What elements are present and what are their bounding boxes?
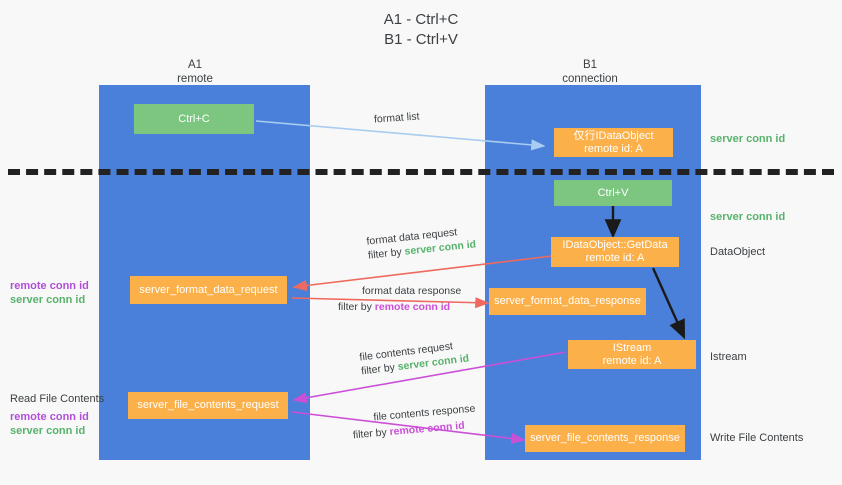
box-ctrl-v[interactable]: Ctrl+V — [554, 180, 672, 206]
column-left-name: A1 — [187, 59, 203, 71]
box-ctrl-c-label: Ctrl+C — [178, 112, 210, 125]
edge-label-file-contents-request: file contents request filter by server c… — [359, 337, 470, 378]
phase-divider — [8, 169, 834, 175]
column-right-role: connection — [562, 73, 618, 85]
box-istream-line1: IStream — [612, 341, 652, 354]
title-line-2: B1 - Ctrl+V — [384, 31, 458, 48]
diagram-title: A1 - Ctrl+C B1 - Ctrl+V — [0, 10, 842, 50]
box-server-format-data-request[interactable]: server_format_data_request — [130, 276, 287, 304]
anno-left-remote-conn-id-1: remote conn id — [10, 280, 89, 292]
filter-value-remote-conn-id: remote conn id — [374, 301, 451, 313]
box-istream[interactable]: IStream remote id: A — [568, 340, 696, 369]
anno-left-remote-conn-id-2: remote conn id — [10, 411, 89, 423]
box-ctrl-v-label: Ctrl+V — [597, 186, 629, 199]
box-server-format-data-response[interactable]: server_format_data_response — [489, 288, 646, 315]
edge-label-format-data-response-filter: filter by remote conn id — [338, 300, 461, 314]
box-server-file-contents-response[interactable]: server_file_contents_response — [525, 425, 685, 452]
filter-prefix: filter by — [367, 245, 406, 262]
anno-right-istream: Istream — [710, 351, 747, 363]
column-left-role: remote — [177, 73, 213, 85]
edge-label-format-data-response: format data response filter by remote co… — [338, 284, 462, 314]
anno-right-server-conn-id-top: server conn id — [710, 133, 786, 145]
filter-prefix: filter by — [360, 361, 399, 378]
column-right-name: B1 — [582, 59, 598, 71]
box-server-format-data-request-label: server_format_data_request — [139, 283, 278, 296]
box-istream-line2: remote id: A — [602, 354, 662, 367]
filter-prefix: filter by — [338, 301, 375, 313]
anno-left-server-conn-id-2: server conn id — [10, 425, 86, 437]
title-line-1: A1 - Ctrl+C — [383, 11, 459, 28]
filter-value-remote-conn-id: remote conn id — [389, 419, 466, 439]
box-server-file-contents-request-label: server_file_contents_request — [137, 399, 279, 411]
anno-left-server-conn-id-1: server conn id — [10, 294, 86, 306]
box-server-format-data-response-label: server_format_data_response — [494, 295, 641, 307]
anno-right-server-conn-id-mid: server conn id — [710, 211, 786, 223]
edge-label-file-contents-response: file contents response filter by remote … — [352, 402, 477, 442]
edge-label-file-contents-response-filter: filter by remote conn id — [352, 418, 477, 443]
column-header-right: B1 connection — [490, 58, 690, 86]
box-set-idataobject-line1: 仅行IDataObject — [573, 129, 654, 142]
box-set-idataobject-line2: remote id: A — [584, 142, 643, 155]
anno-left-read-file-contents: Read File Contents — [10, 393, 105, 405]
filter-prefix: filter by — [352, 426, 391, 442]
column-header-left: A1 remote — [95, 58, 295, 86]
edge-label-format-list-text: format list — [373, 110, 420, 126]
edge-label-format-data-request: format data request filter by server con… — [366, 223, 477, 262]
edge-label-format-list: format list — [374, 109, 420, 126]
box-server-file-contents-request[interactable]: server_file_contents_request — [128, 392, 288, 419]
box-ctrl-c[interactable]: Ctrl+C — [134, 104, 254, 134]
anno-right-dataobject: DataObject — [710, 246, 766, 258]
box-set-idataobject[interactable]: 仅行IDataObject remote id: A — [554, 128, 673, 157]
edge-label-format-data-response-text: format data response — [362, 285, 462, 297]
box-idataobject-getdata[interactable]: IDataObject::GetData remote id: A — [551, 237, 679, 267]
anno-right-write-file-contents: Write File Contents — [710, 432, 804, 444]
box-getdata-line1: IDataObject::GetData — [562, 239, 668, 251]
box-getdata-line2: remote id: A — [585, 252, 645, 264]
box-server-file-contents-response-label: server_file_contents_response — [530, 432, 680, 444]
